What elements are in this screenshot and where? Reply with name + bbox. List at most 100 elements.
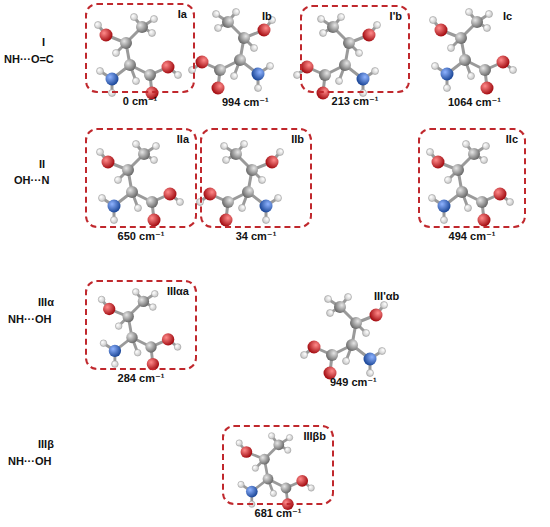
atom bbox=[109, 345, 121, 357]
atom bbox=[214, 64, 226, 76]
energy-value: 213 cm⁻¹ bbox=[332, 95, 379, 108]
atom bbox=[381, 302, 388, 309]
atom bbox=[108, 200, 121, 213]
atom bbox=[97, 149, 104, 156]
atom bbox=[134, 349, 141, 356]
atom bbox=[364, 353, 377, 366]
atom bbox=[308, 485, 314, 491]
conformer-box: IIIαa284 cm⁻¹ bbox=[85, 280, 197, 370]
atom bbox=[196, 56, 209, 69]
conformer-label: Ic bbox=[503, 10, 512, 22]
conformer-box: Ia0 cm⁻¹ bbox=[85, 3, 195, 93]
atom bbox=[223, 157, 230, 164]
atom bbox=[346, 339, 358, 351]
atom bbox=[281, 483, 292, 494]
conformer-box: IIa650 cm⁻¹ bbox=[85, 128, 197, 228]
atom bbox=[374, 22, 381, 29]
atom bbox=[260, 200, 273, 213]
atom bbox=[136, 21, 148, 33]
atom bbox=[133, 78, 140, 85]
atom bbox=[259, 454, 270, 465]
molecule bbox=[236, 433, 314, 510]
energy-value: 650 cm⁻¹ bbox=[118, 230, 165, 243]
atom bbox=[486, 11, 493, 18]
atom bbox=[231, 73, 238, 80]
atom bbox=[481, 157, 488, 164]
atom bbox=[252, 465, 258, 471]
atom bbox=[438, 200, 451, 213]
atom bbox=[115, 177, 122, 184]
conformer-label: IIb bbox=[291, 133, 304, 145]
atom bbox=[441, 68, 454, 81]
atom bbox=[146, 196, 158, 208]
atom bbox=[246, 164, 258, 176]
atom bbox=[471, 16, 483, 28]
atom bbox=[263, 474, 274, 485]
atom bbox=[456, 186, 468, 198]
atom bbox=[459, 54, 471, 66]
atom bbox=[138, 296, 149, 307]
atom bbox=[175, 72, 182, 79]
atom bbox=[339, 59, 351, 71]
atom bbox=[435, 24, 448, 37]
atom bbox=[138, 148, 150, 160]
atom bbox=[144, 69, 156, 81]
atom bbox=[241, 141, 248, 148]
atom bbox=[363, 29, 376, 42]
atom bbox=[221, 143, 228, 150]
atom bbox=[234, 54, 246, 66]
bond-type: NH···O=C bbox=[4, 53, 54, 65]
conformer-box: IIIβb681 cm⁻¹ bbox=[222, 425, 334, 505]
atom bbox=[319, 69, 331, 81]
conformer-label: Ib bbox=[262, 10, 272, 22]
atom bbox=[325, 296, 332, 303]
energy-value: 1064 cm⁻¹ bbox=[448, 96, 501, 109]
row-number: I bbox=[42, 36, 45, 48]
atom bbox=[215, 25, 222, 32]
atom bbox=[251, 45, 258, 52]
atom bbox=[430, 17, 437, 24]
conformer-label: III'αb bbox=[374, 290, 399, 302]
atom bbox=[177, 199, 184, 206]
atom bbox=[286, 434, 292, 440]
atom bbox=[465, 205, 472, 212]
atom bbox=[106, 73, 119, 86]
atom bbox=[135, 205, 142, 212]
atom bbox=[432, 63, 439, 70]
atom bbox=[220, 214, 233, 227]
atom bbox=[372, 68, 379, 75]
atom bbox=[151, 157, 158, 164]
conformer-label: Ia bbox=[178, 8, 187, 20]
atom bbox=[162, 333, 174, 345]
molecule bbox=[189, 9, 276, 95]
atom bbox=[150, 304, 157, 311]
atom bbox=[174, 344, 181, 351]
atom bbox=[258, 24, 271, 37]
conformer-box: IIb34 cm⁻¹ bbox=[200, 128, 312, 228]
atom bbox=[126, 186, 138, 198]
atom bbox=[444, 85, 451, 92]
energy-value: 994 cm⁻¹ bbox=[222, 96, 269, 109]
bond-type: NH···OH bbox=[8, 313, 51, 325]
atom bbox=[99, 195, 106, 202]
bond-type: OH···N bbox=[14, 174, 49, 186]
atom bbox=[145, 341, 156, 352]
atom bbox=[317, 87, 330, 100]
atom bbox=[301, 352, 308, 359]
atom bbox=[427, 149, 434, 156]
atom bbox=[100, 29, 113, 42]
atom bbox=[466, 9, 473, 16]
energy-value: 949 cm⁻¹ bbox=[330, 376, 377, 389]
atom bbox=[448, 45, 455, 52]
atom bbox=[481, 82, 494, 95]
atom bbox=[497, 56, 510, 69]
atom bbox=[334, 301, 346, 313]
atom bbox=[510, 67, 517, 74]
atom bbox=[122, 164, 134, 176]
atom bbox=[273, 439, 284, 450]
atom bbox=[222, 196, 234, 208]
atom bbox=[320, 30, 327, 37]
atom bbox=[379, 348, 386, 355]
atom bbox=[246, 486, 258, 498]
